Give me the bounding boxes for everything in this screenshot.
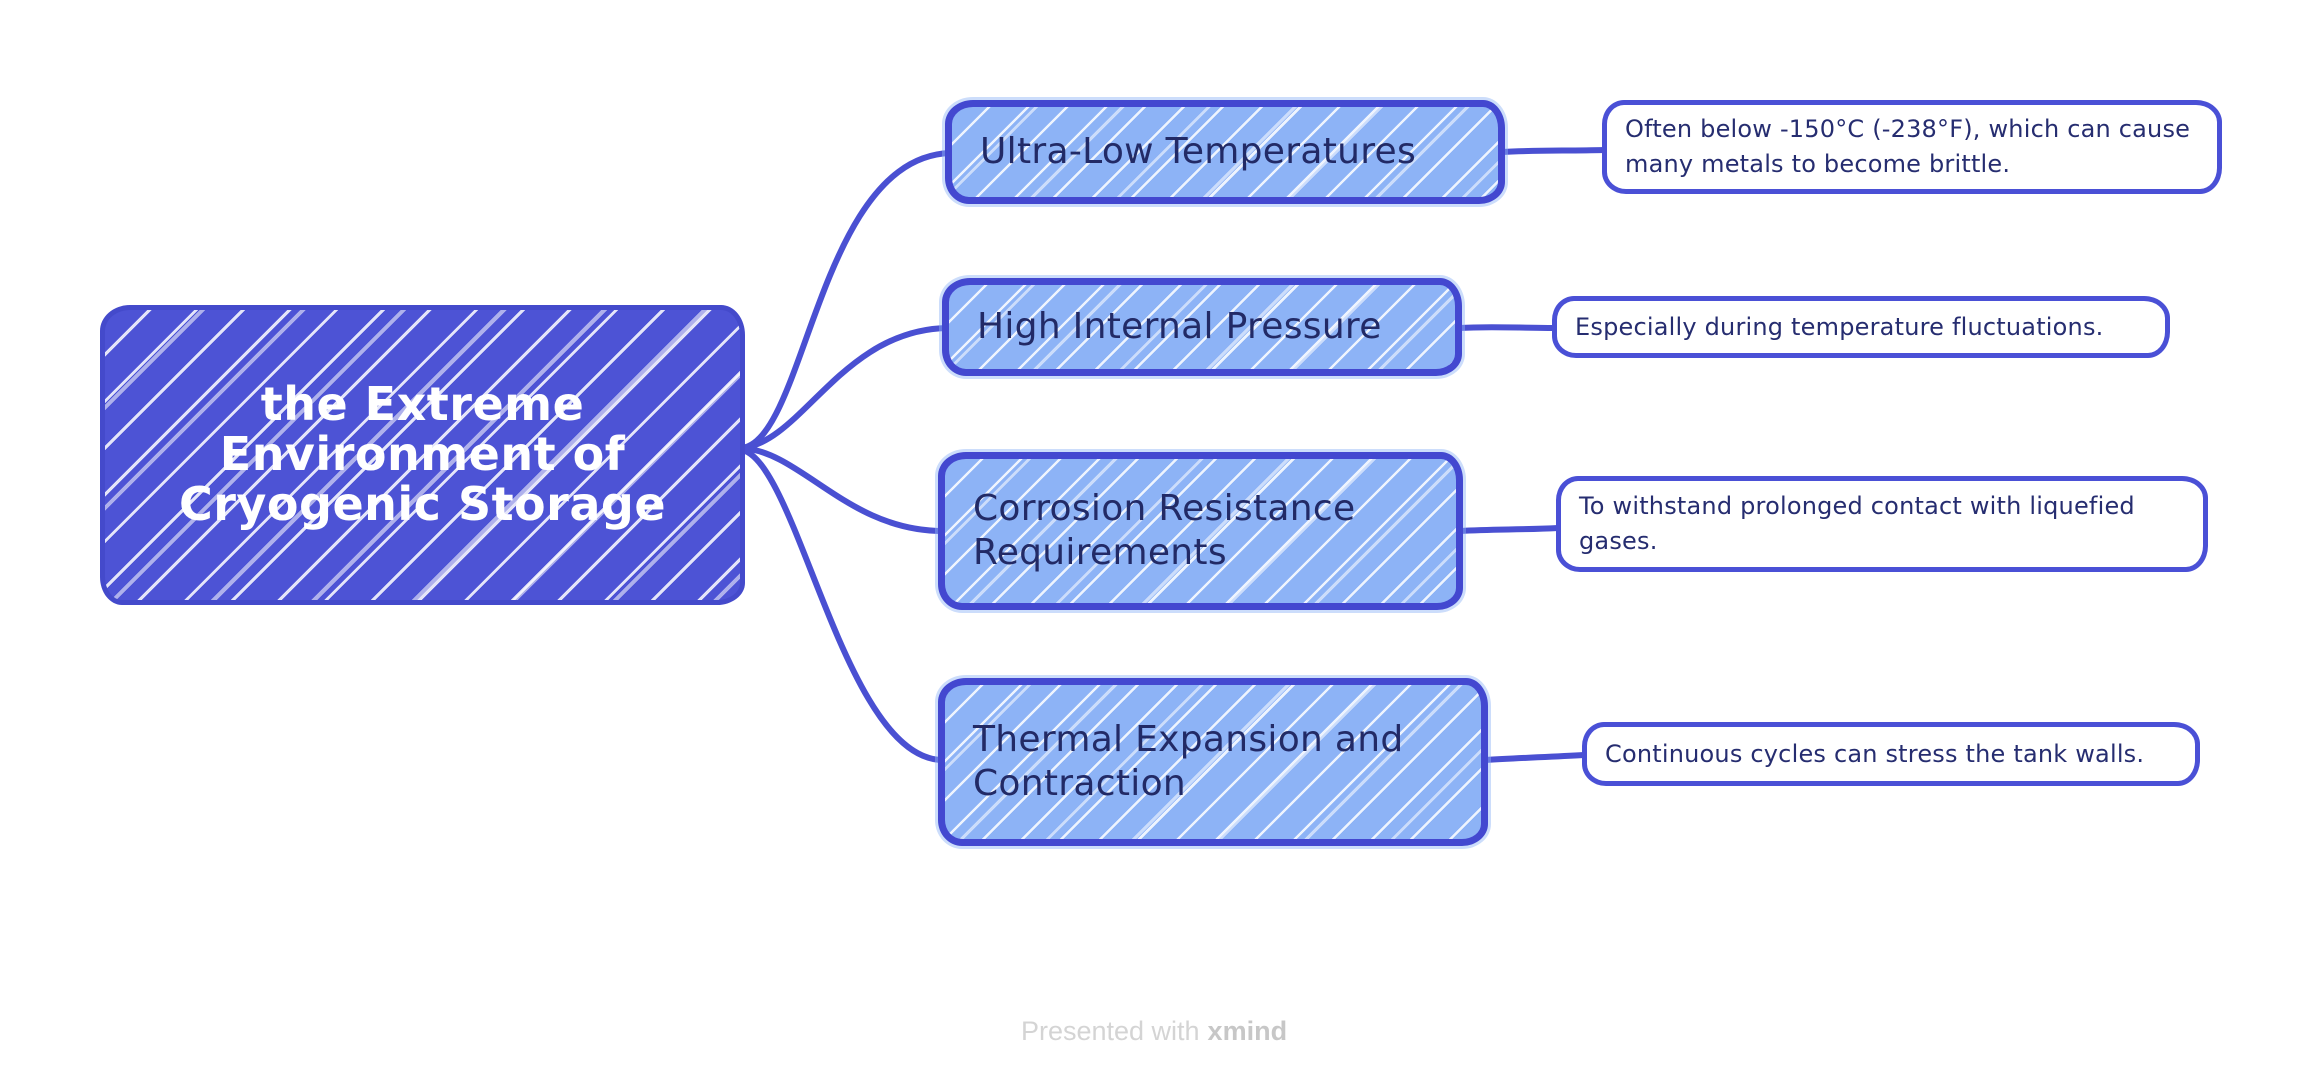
topic-label: Corrosion Resistance Requirements <box>973 488 1356 573</box>
footer-prefix: Presented with <box>1020 1016 1200 1046</box>
topic-high-internal-pressure[interactable]: High Internal Pressure <box>942 278 1462 376</box>
note-label: To withstand prolonged contact with liqu… <box>1579 492 2135 555</box>
note-ultra-low-temperatures[interactable]: Often below -150°C (-238°F), which can c… <box>1602 100 2222 194</box>
xmind-brand-label: xmind <box>1207 1016 1288 1046</box>
topic-label: Thermal Expansion and Contraction <box>973 719 1404 804</box>
connector-topic-4-to-note-4 <box>1482 752 1587 763</box>
topic-label: High Internal Pressure <box>977 306 1382 348</box>
note-thermal-expansion-and-contraction[interactable]: Continuous cycles can stress the tank wa… <box>1582 722 2200 786</box>
topic-corrosion-resistance-requirements[interactable]: Corrosion Resistance Requirements <box>938 452 1463 610</box>
note-high-internal-pressure[interactable]: Especially during temperature fluctuatio… <box>1552 296 2170 358</box>
topic-thermal-expansion-and-contraction[interactable]: Thermal Expansion and Contraction <box>938 678 1488 846</box>
connector-root-to-topic-2 <box>739 325 950 451</box>
topic-ultra-low-temperatures[interactable]: Ultra-Low Temperatures <box>945 100 1505 204</box>
connector-root-to-topic-1 <box>739 150 953 451</box>
connector-topic-2-to-note-2 <box>1456 324 1557 331</box>
note-label: Especially during temperature fluctuatio… <box>1575 312 2104 341</box>
root-topic-label: the Extreme Environment of Cryogenic Sto… <box>178 377 667 531</box>
root-topic[interactable]: the Extreme Environment of Cryogenic Sto… <box>100 305 745 605</box>
connector-root-to-topic-3 <box>739 445 946 534</box>
connector-topic-1-to-note-1 <box>1499 147 1607 155</box>
note-corrosion-resistance-requirements[interactable]: To withstand prolonged contact with liqu… <box>1556 476 2208 572</box>
note-label: Continuous cycles can stress the tank wa… <box>1605 739 2145 768</box>
connector-topic-3-to-note-3 <box>1457 525 1561 534</box>
connector-root-to-topic-4 <box>739 447 946 763</box>
topic-label: Ultra-Low Temperatures <box>980 131 1417 173</box>
note-label: Often below -150°C (-238°F), which can c… <box>1625 115 2191 178</box>
